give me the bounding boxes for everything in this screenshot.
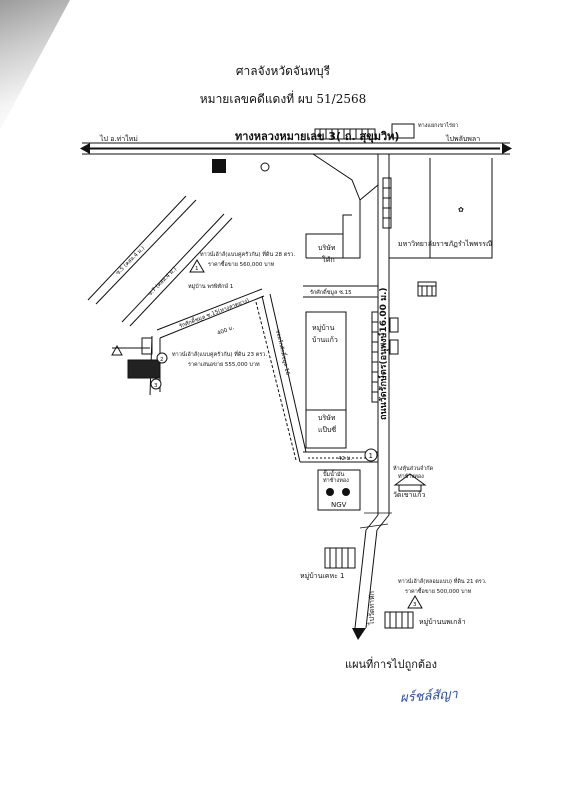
- row-houses-icon: [371, 311, 399, 403]
- ngv-station: ปั๊มน้ำมัน ท่าช้างทอง NGV: [317, 469, 361, 511]
- temple-icon: [393, 473, 427, 492]
- property-3: ทาวน์เฮ้าส์(หลอมแบบ) ที่ดิน 21 ตรว. ราคา…: [398, 577, 487, 609]
- village-2-label: หมู่บ้านเคหะ 1: [300, 572, 345, 580]
- property-2-line2: ราคาเสนอขาย 555,000 บาท: [188, 361, 260, 368]
- property-1: 1 ทาวน์เฮ้าส์(แบบคู่ครัวกัน) ที่ดิน 28 ต…: [189, 250, 295, 273]
- gas-line1: ปั๊มน้ำมัน: [323, 470, 345, 478]
- ngv-logo-right-icon: [342, 488, 350, 496]
- case-number: หมายเลขคดีแดงที่ ผบ 51/2568: [199, 92, 367, 106]
- soi-7-label: ซ.7 (คสล.4 ม.): [146, 266, 178, 298]
- gas-logo-icon: [260, 162, 270, 172]
- temple-label: วัดเขาแก้ว: [393, 491, 425, 499]
- main-road-label: ถนนวัดรักษ์ตร(อนุพงษ์16.00 ม.): [377, 287, 389, 420]
- diagonal-soi: [87, 195, 315, 463]
- property-3-line2: ราคาซื้อขาย 500,000 บาท: [405, 587, 472, 595]
- soi-vertical-label: ซอยรักศักดิ์ชมูล 16: [274, 329, 292, 377]
- map-caption: แผนที่การไปถูกต้อง: [345, 658, 438, 671]
- property-3-number: 3: [413, 602, 417, 608]
- company-2-line2: แป๊บซี่: [318, 425, 336, 434]
- signature: ผร์ชล์สัญา: [399, 687, 459, 706]
- university-area: [389, 158, 493, 259]
- village-2-icon: [324, 547, 356, 569]
- village-3-icon: [384, 611, 414, 629]
- property-1-number: 1: [195, 266, 199, 272]
- village-1-line2: บ้านแก้ว: [312, 336, 338, 344]
- ngv-label: NGV: [331, 501, 347, 509]
- arrow-left-icon: [80, 143, 90, 154]
- to-bottom-label: ไปวัดท่าหัก: [367, 591, 376, 626]
- property-2-line1: ทาวน์เฮ้าส์(แบบคู่ครัวกัน) ที่ดิน 23 ตรว…: [172, 350, 267, 358]
- junction-label: ทางแยกเขาไร่ยา: [418, 122, 458, 129]
- shop-logo-icon: [212, 159, 226, 173]
- company-blocks: [303, 153, 379, 463]
- village-prachit-label: หมู่บ้าน พรพิทักษ์ 1: [188, 283, 233, 290]
- marker-circle-2: 2: [156, 352, 168, 364]
- university-label: มหาวิทยาลัยราชภัฏรำไพพรรณี: [398, 239, 493, 248]
- marker-circle-3: 3: [150, 378, 162, 390]
- highway: [82, 142, 510, 155]
- soi15-label: รักศักดิ์ชมูล ซ.15: [310, 288, 352, 296]
- property-3-triangle-icon: [407, 595, 423, 609]
- soi-diag-label: รักศักดิ์ชมูล ซ.15(ทางลาดยาง): [178, 296, 250, 330]
- building-top-icon: [314, 128, 376, 140]
- village-1-line1: หมู่บ้าน: [312, 324, 335, 332]
- marker-1-label: 1: [369, 452, 373, 460]
- university-building-icon: [417, 281, 437, 297]
- arrow-down-icon: [352, 628, 366, 640]
- gas-line2: ท่าช้างทอง: [323, 477, 349, 484]
- village-3-label: หมู่บ้านนพเกล้า: [419, 618, 466, 626]
- company-1-line1: บริษัท: [318, 244, 336, 252]
- property-1-line1: ทาวน์เฮ้าส์(แบบคู่ครัวกัน) ที่ดิน 28 ตรว…: [200, 250, 295, 258]
- property-2: ทาวน์เฮ้าส์(แบบคู่ครัวกัน) ที่ดิน 23 ตรว…: [172, 350, 267, 368]
- property-3-line1: ทาวน์เฮ้าส์(หลอมแบบ) ที่ดิน 21 ตรว.: [398, 577, 487, 585]
- distance-400-label: 400 ม.: [217, 325, 236, 337]
- left-buildings-icon: [111, 337, 161, 379]
- route-dash-line: [255, 301, 297, 461]
- property-1-line2: ราคาซื้อขาย 560,000 บาท: [208, 260, 275, 268]
- shop-line1: ห้างหุ้นส่วนจำกัด: [393, 465, 434, 472]
- shop-line2: ท่าช้างทอง: [398, 473, 424, 480]
- tree-icon: ✿: [458, 206, 464, 214]
- company-1-line2: โค้ก: [322, 255, 335, 264]
- to-right-label: ไปพลับพลา: [445, 134, 480, 143]
- company-2-line1: บริษัท: [318, 414, 336, 422]
- marker-circle-1: 1: [364, 448, 378, 462]
- arrow-right-icon: [502, 143, 512, 154]
- highway-label: ทางหลวงหมายเลข 3( ถ. สุขุมวิท): [235, 130, 399, 144]
- to-left-label: ไป อ.ท่าใหม่: [99, 134, 138, 143]
- soi-5-label: ซ.5 (คสล.4 ม.): [114, 245, 146, 277]
- junction-building-icon: [391, 123, 415, 139]
- marker-3-label: 3: [154, 383, 158, 389]
- property-1-triangle-icon: [189, 259, 205, 273]
- marker-2-label: 2: [160, 357, 164, 363]
- ngv-logo-left-icon: [326, 488, 334, 496]
- side-building-icon: [382, 177, 392, 229]
- court-name: ศาลจังหวัดจันทบุรี: [235, 64, 331, 78]
- distance-42-label: 42 ม.: [338, 456, 352, 462]
